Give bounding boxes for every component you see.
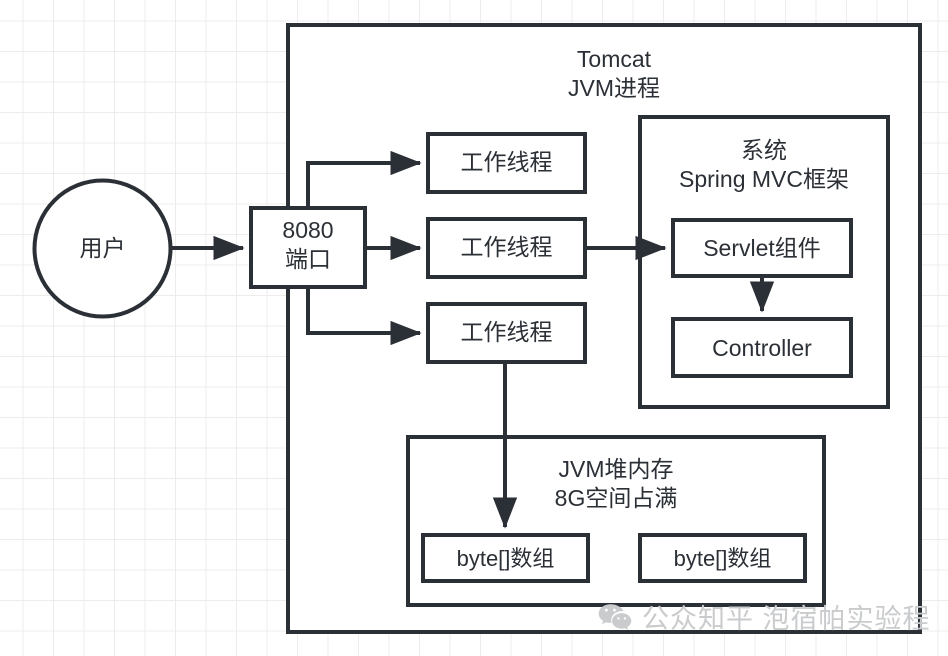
edge-port-to-worker-3 — [306, 287, 422, 346]
wechat-icon — [598, 603, 632, 630]
worker-thread-shape-2 — [426, 217, 587, 279]
byte-array-shape-2 — [638, 533, 807, 583]
tomcat-container-label: Tomcat JVM进程 — [568, 46, 660, 102]
worker-thread-shape-1 — [426, 132, 587, 194]
heap-container-label: JVM堆内存 8G空间占满 — [554, 456, 678, 512]
controller-node-shape — [671, 317, 853, 378]
port-node-label: 8080 端口 — [282, 217, 334, 273]
user-node-shape — [32, 178, 173, 319]
byte-array-label-1: byte[]数组 — [456, 546, 555, 571]
servlet-node-shape — [671, 218, 853, 278]
controller-node-label: Controller — [712, 335, 812, 361]
byte-array-label-2: byte[]数组 — [673, 546, 772, 571]
byte-array-shape-1 — [421, 533, 590, 583]
spring-container-label: 系统 Spring MVC框架 — [679, 137, 849, 193]
watermark: 公众知平 泡宿帕实验程 — [598, 597, 931, 636]
watermark-text: 公众知平 泡宿帕实验程 — [642, 604, 931, 634]
edge-port-to-worker-1 — [306, 150, 422, 208]
worker-thread-label-2: 工作线程 — [460, 234, 553, 260]
servlet-node-label: Servlet组件 — [703, 235, 821, 261]
worker-thread-label-1: 工作线程 — [460, 149, 553, 175]
user-node-label: 用户 — [79, 235, 126, 261]
worker-thread-label-3: 工作线程 — [460, 319, 553, 345]
